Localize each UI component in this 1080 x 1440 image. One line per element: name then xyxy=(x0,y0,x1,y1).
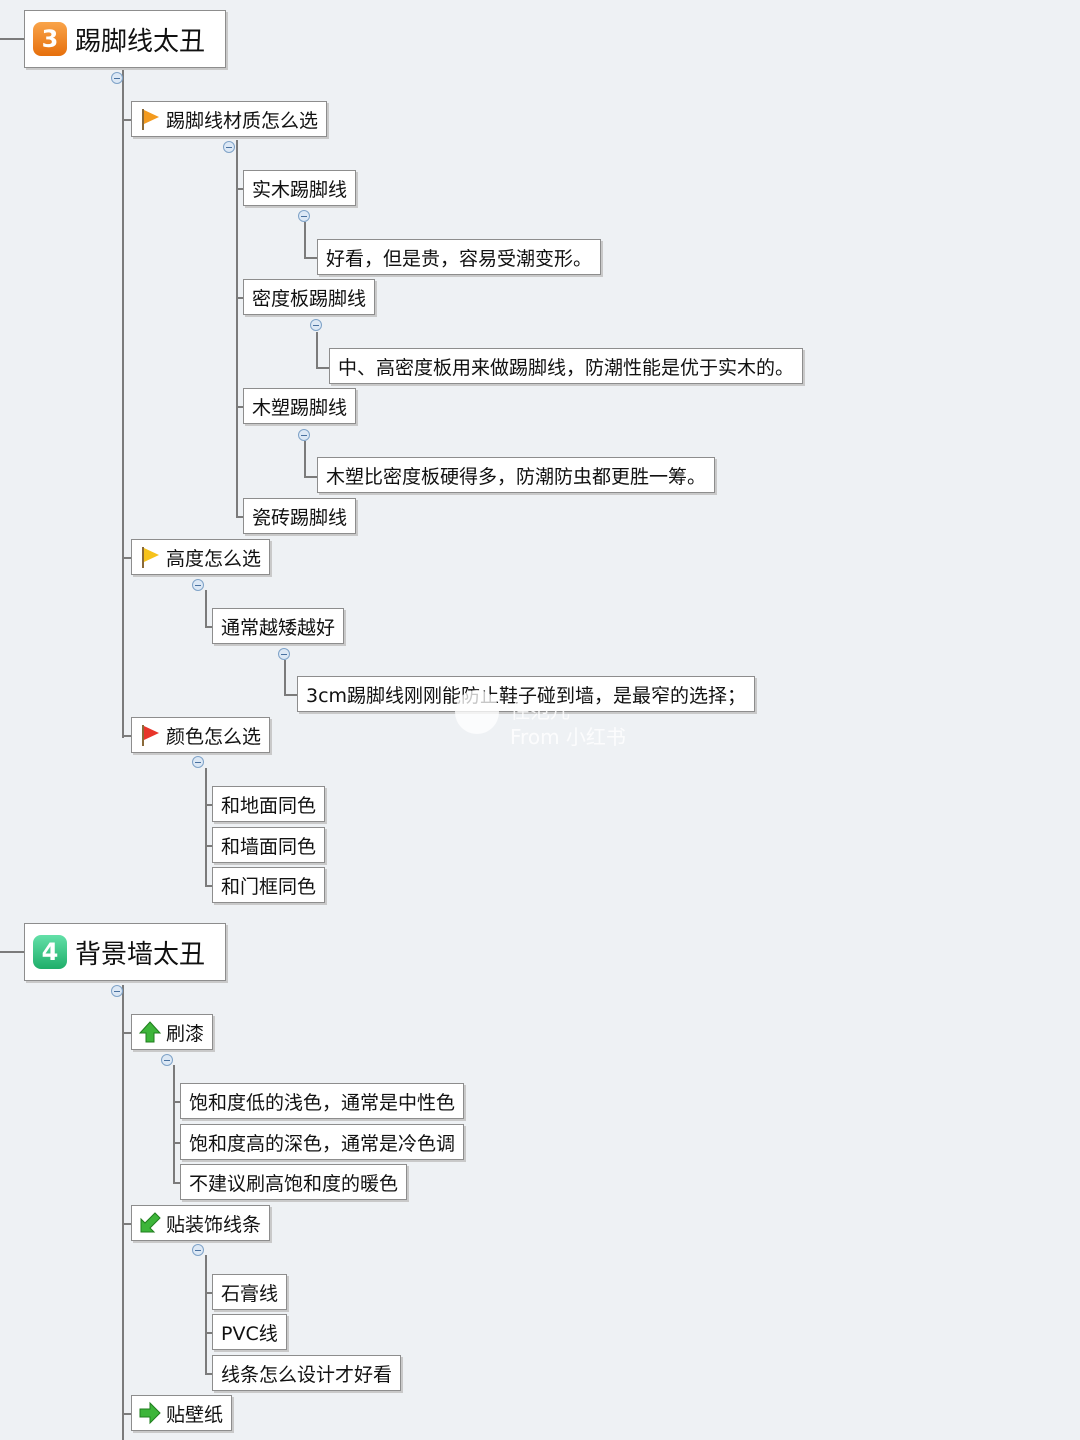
node-trim-option[interactable]: 线条怎么设计才好看 xyxy=(212,1355,402,1391)
subtopic-color[interactable]: 颜色怎么选 xyxy=(131,717,271,753)
node-color-option[interactable]: 和门框同色 xyxy=(212,867,326,903)
node-label: 密度板踢脚线 xyxy=(252,287,367,310)
node-label: 线条怎么设计才好看 xyxy=(221,1363,393,1386)
green-arrow-up-icon xyxy=(138,1021,162,1043)
subtopic-label: 贴装饰线条 xyxy=(166,1213,262,1236)
subtopic-label: 颜色怎么选 xyxy=(166,725,262,748)
subtopic-label: 高度怎么选 xyxy=(166,547,262,570)
subtopic-label: 刷漆 xyxy=(166,1022,205,1045)
yellow-flag-icon xyxy=(142,547,159,568)
node-label: 不建议刷高饱和度的暖色 xyxy=(189,1172,399,1195)
node-label: 饱和度高的深色，通常是冷色调 xyxy=(189,1132,456,1155)
red-flag-icon xyxy=(142,725,159,746)
node-solid-wood[interactable]: 实木踢脚线 xyxy=(243,170,357,206)
note-text: 3cm踢脚线刚刚能防止鞋子碰到墙，是最窄的选择； xyxy=(306,684,747,707)
node-label: 通常越矮越好 xyxy=(221,616,336,639)
node-paint-option[interactable]: 不建议刷高饱和度的暖色 xyxy=(180,1164,408,1200)
node-label: 和墙面同色 xyxy=(221,835,317,858)
note-text: 中、高密度板用来做踢脚线，防潮性能是优于实木的。 xyxy=(338,356,795,379)
node-height-rule[interactable]: 通常越矮越好 xyxy=(212,608,345,644)
node-wpc[interactable]: 木塑踢脚线 xyxy=(243,388,357,424)
collapse-toggle[interactable] xyxy=(161,1054,173,1066)
node-mdf[interactable]: 密度板踢脚线 xyxy=(243,279,376,315)
note-solid-wood[interactable]: 好看，但是贵，容易受潮变形。 xyxy=(317,239,602,275)
collapse-toggle[interactable] xyxy=(278,648,290,660)
node-label: 和地面同色 xyxy=(221,794,317,817)
green-arrow-down-left-icon xyxy=(140,1212,161,1233)
collapse-toggle[interactable] xyxy=(192,756,204,768)
note-height[interactable]: 3cm踢脚线刚刚能防止鞋子碰到墙，是最窄的选择； xyxy=(297,676,756,712)
node-trim-option[interactable]: 石膏线 xyxy=(212,1274,288,1310)
collapse-toggle[interactable] xyxy=(310,319,322,331)
node-label: 实木踢脚线 xyxy=(252,178,348,201)
collapse-toggle[interactable] xyxy=(298,429,310,441)
node-label: 和门框同色 xyxy=(221,875,317,898)
node-color-option[interactable]: 和地面同色 xyxy=(212,786,326,822)
subtopic-label: 踢脚线材质怎么选 xyxy=(166,109,319,132)
collapse-toggle[interactable] xyxy=(192,1244,204,1256)
collapse-toggle[interactable] xyxy=(192,579,204,591)
subtopic-height[interactable]: 高度怎么选 xyxy=(131,539,271,575)
topic-title: 背景墙太丑 xyxy=(75,939,206,970)
subtopic-paint[interactable]: 刷漆 xyxy=(131,1014,214,1050)
green-arrow-right-icon xyxy=(139,1401,161,1425)
collapse-toggle[interactable] xyxy=(223,141,235,153)
collapse-toggle[interactable] xyxy=(298,210,310,222)
note-text: 木塑比密度板硬得多，防潮防虫都更胜一筹。 xyxy=(326,465,707,488)
node-label: 饱和度低的浅色，通常是中性色 xyxy=(189,1091,456,1114)
orange-flag-icon xyxy=(142,109,159,130)
note-wpc[interactable]: 木塑比密度板硬得多，防潮防虫都更胜一筹。 xyxy=(317,457,716,493)
collapse-toggle[interactable] xyxy=(111,985,123,997)
node-label: 瓷砖踢脚线 xyxy=(252,506,348,529)
collapse-toggle[interactable] xyxy=(111,72,123,84)
watermark-line2: From 小红书 xyxy=(510,725,626,749)
badge-number-3: 3 xyxy=(33,22,67,56)
node-paint-option[interactable]: 饱和度低的浅色，通常是中性色 xyxy=(180,1083,465,1119)
node-label: 木塑踢脚线 xyxy=(252,396,348,419)
note-text: 好看，但是贵，容易受潮变形。 xyxy=(326,247,593,270)
node-color-option[interactable]: 和墙面同色 xyxy=(212,827,326,863)
badge-number-4: 4 xyxy=(33,935,67,969)
node-trim-option[interactable]: PVC线 xyxy=(212,1314,287,1350)
topic-title: 踢脚线太丑 xyxy=(75,26,206,57)
node-paint-option[interactable]: 饱和度高的深色，通常是冷色调 xyxy=(180,1124,465,1160)
node-tile[interactable]: 瓷砖踢脚线 xyxy=(243,498,357,534)
subtopic-material[interactable]: 踢脚线材质怎么选 xyxy=(131,101,328,137)
subtopic-label: 贴壁纸 xyxy=(166,1403,224,1426)
topic-4-feature-wall[interactable]: 4 背景墙太丑 xyxy=(24,923,226,981)
note-mdf[interactable]: 中、高密度板用来做踢脚线，防潮性能是优于实木的。 xyxy=(329,348,804,384)
node-label: 石膏线 xyxy=(221,1282,279,1305)
subtopic-wallpaper[interactable]: 贴壁纸 xyxy=(131,1395,233,1431)
topic-3-baseboard[interactable]: 3 踢脚线太丑 xyxy=(24,10,226,68)
node-label: PVC线 xyxy=(221,1322,278,1345)
subtopic-trim[interactable]: 贴装饰线条 xyxy=(131,1205,271,1241)
